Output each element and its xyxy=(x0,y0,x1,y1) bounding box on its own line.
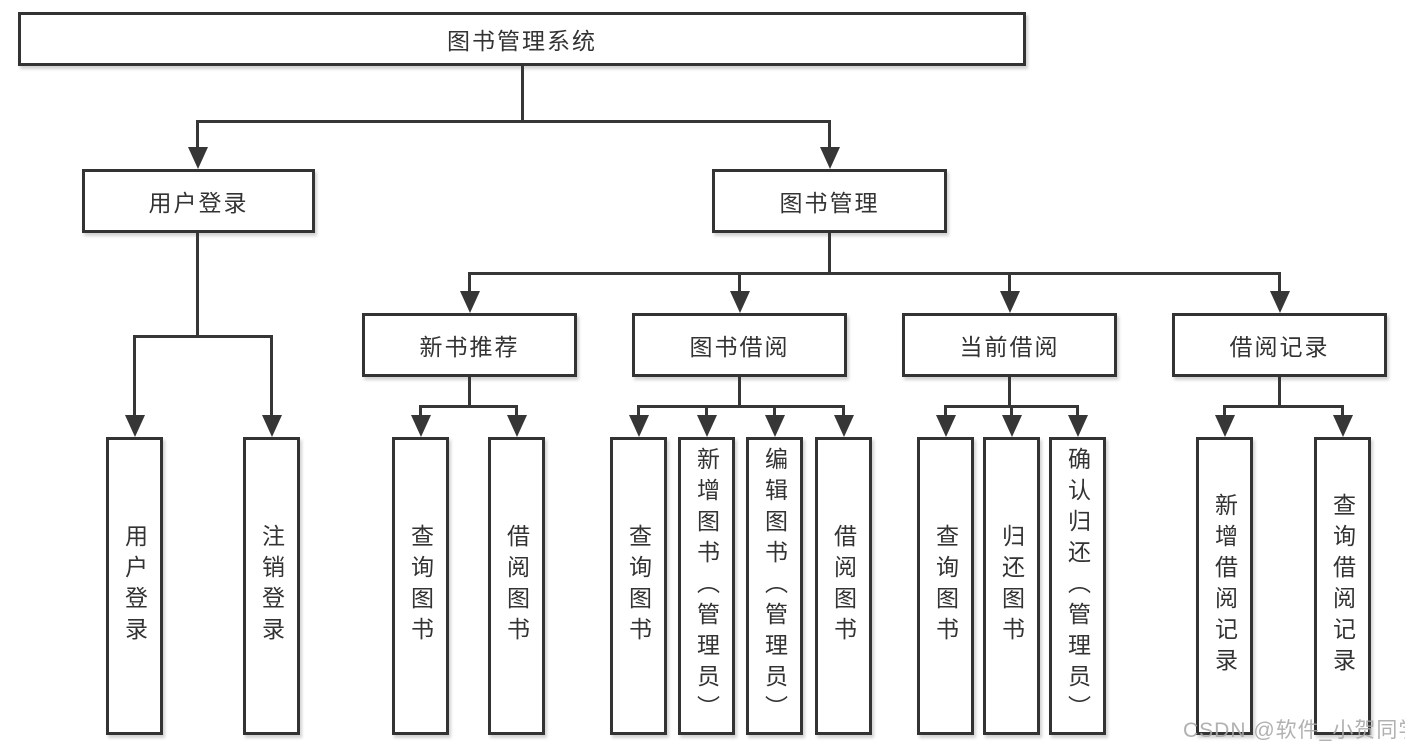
leaf-borrow-books-2: 借阅图书 xyxy=(815,437,872,735)
node-user-login-label: 用户登录 xyxy=(148,190,249,216)
node-current-borrow: 当前借阅 xyxy=(902,313,1117,377)
connector-current-borrow-stub xyxy=(1008,377,1011,407)
connector-level2-rail xyxy=(197,120,831,123)
node-root-label: 图书管理系统 xyxy=(447,28,597,54)
node-root-library-system: 图书管理系统 xyxy=(18,12,1026,66)
arrow-down-icon-book-management xyxy=(819,120,840,169)
leaf-add-book-admin: 新增图书（管理员） xyxy=(678,437,735,735)
connector-borrow-records-stub xyxy=(1278,377,1281,407)
arrow-down-icon-leaf-query-books xyxy=(410,405,431,437)
node-new-book-recommend-label: 新书推荐 xyxy=(419,334,520,360)
leaf-query-borrow-record: 查询借阅记录 xyxy=(1314,437,1371,735)
arrow-down-icon-current-borrow xyxy=(999,272,1020,313)
csdn-watermark: CSDN @软件_小贺同学 xyxy=(1183,719,1405,742)
leaf-query-books-3-label: 查询图书 xyxy=(932,524,959,648)
arrow-down-icon-new-book xyxy=(459,272,480,313)
leaf-query-books-2: 查询图书 xyxy=(610,437,667,735)
arrow-down-icon-leaf-borrow-books-2 xyxy=(833,405,854,437)
arrow-down-icon-leaf-user-login xyxy=(124,335,145,437)
arrow-down-icon-leaf-borrow-books xyxy=(506,405,527,437)
node-borrow-records: 借阅记录 xyxy=(1172,313,1387,377)
leaf-borrow-books: 借阅图书 xyxy=(488,437,545,735)
arrow-down-icon-leaf-return-book xyxy=(1001,405,1022,437)
connector-new-book-rail xyxy=(419,405,518,408)
leaf-edit-book-admin-label: 编辑图书（管理员） xyxy=(761,446,788,726)
arrow-down-icon-leaf-add-record xyxy=(1214,405,1235,437)
node-new-book-recommend: 新书推荐 xyxy=(362,313,577,377)
arrow-down-icon-borrow-records xyxy=(1269,272,1290,313)
leaf-return-book-label: 归还图书 xyxy=(998,524,1025,648)
leaf-borrow-books-label: 借阅图书 xyxy=(503,524,530,648)
connector-user-login-stub xyxy=(196,233,199,337)
arrow-down-icon-leaf-query-record xyxy=(1332,405,1353,437)
leaf-confirm-return-admin-label: 确认归还（管理员） xyxy=(1064,446,1091,726)
leaf-user-login-label: 用户登录 xyxy=(121,524,148,648)
leaf-query-books-2-label: 查询图书 xyxy=(625,524,652,648)
leaf-user-login: 用户登录 xyxy=(106,437,163,735)
arrow-down-icon-leaf-logout xyxy=(261,335,282,437)
node-book-borrow-label: 图书借阅 xyxy=(689,334,790,360)
leaf-confirm-return-admin: 确认归还（管理员） xyxy=(1049,437,1106,735)
node-book-management-label: 图书管理 xyxy=(779,190,880,216)
leaf-return-book: 归还图书 xyxy=(983,437,1040,735)
leaf-query-books-label: 查询图书 xyxy=(407,524,434,648)
leaf-add-borrow-record-label: 新增借阅记录 xyxy=(1211,493,1238,679)
connector-book-borrow-stub xyxy=(738,377,741,407)
arrow-down-icon-leaf-query-books-3 xyxy=(935,405,956,437)
leaf-add-borrow-record: 新增借阅记录 xyxy=(1196,437,1253,735)
leaf-borrow-books-2-label: 借阅图书 xyxy=(830,524,857,648)
leaf-query-books-3: 查询图书 xyxy=(917,437,974,735)
arrow-down-icon-leaf-confirm-return xyxy=(1067,405,1088,437)
arrow-down-icon-book-borrow xyxy=(729,272,750,313)
leaf-query-books: 查询图书 xyxy=(392,437,449,735)
connector-root-stub xyxy=(521,66,524,122)
leaf-logout: 注销登录 xyxy=(243,437,300,735)
connector-level3-rail xyxy=(468,272,1281,275)
connector-user-login-rail xyxy=(133,335,273,338)
leaf-logout-label: 注销登录 xyxy=(258,524,285,648)
leaf-query-borrow-record-label: 查询借阅记录 xyxy=(1329,493,1356,679)
node-book-management: 图书管理 xyxy=(712,169,947,233)
node-current-borrow-label: 当前借阅 xyxy=(959,334,1060,360)
node-book-borrow: 图书借阅 xyxy=(632,313,847,377)
connector-book-borrow-rail xyxy=(637,405,845,408)
connector-new-book-stub xyxy=(468,377,471,407)
arrow-down-icon-user-login xyxy=(187,120,208,169)
arrow-down-icon-leaf-query-books-2 xyxy=(628,405,649,437)
arrow-down-icon-leaf-edit-book xyxy=(764,405,785,437)
arrow-down-icon-leaf-add-book xyxy=(696,405,717,437)
connector-book-management-stub xyxy=(828,233,831,274)
leaf-add-book-admin-label: 新增图书（管理员） xyxy=(693,446,720,726)
node-user-login: 用户登录 xyxy=(82,169,315,233)
leaf-edit-book-admin: 编辑图书（管理员） xyxy=(746,437,803,735)
connector-borrow-records-rail xyxy=(1223,405,1344,408)
node-borrow-records-label: 借阅记录 xyxy=(1229,334,1330,360)
